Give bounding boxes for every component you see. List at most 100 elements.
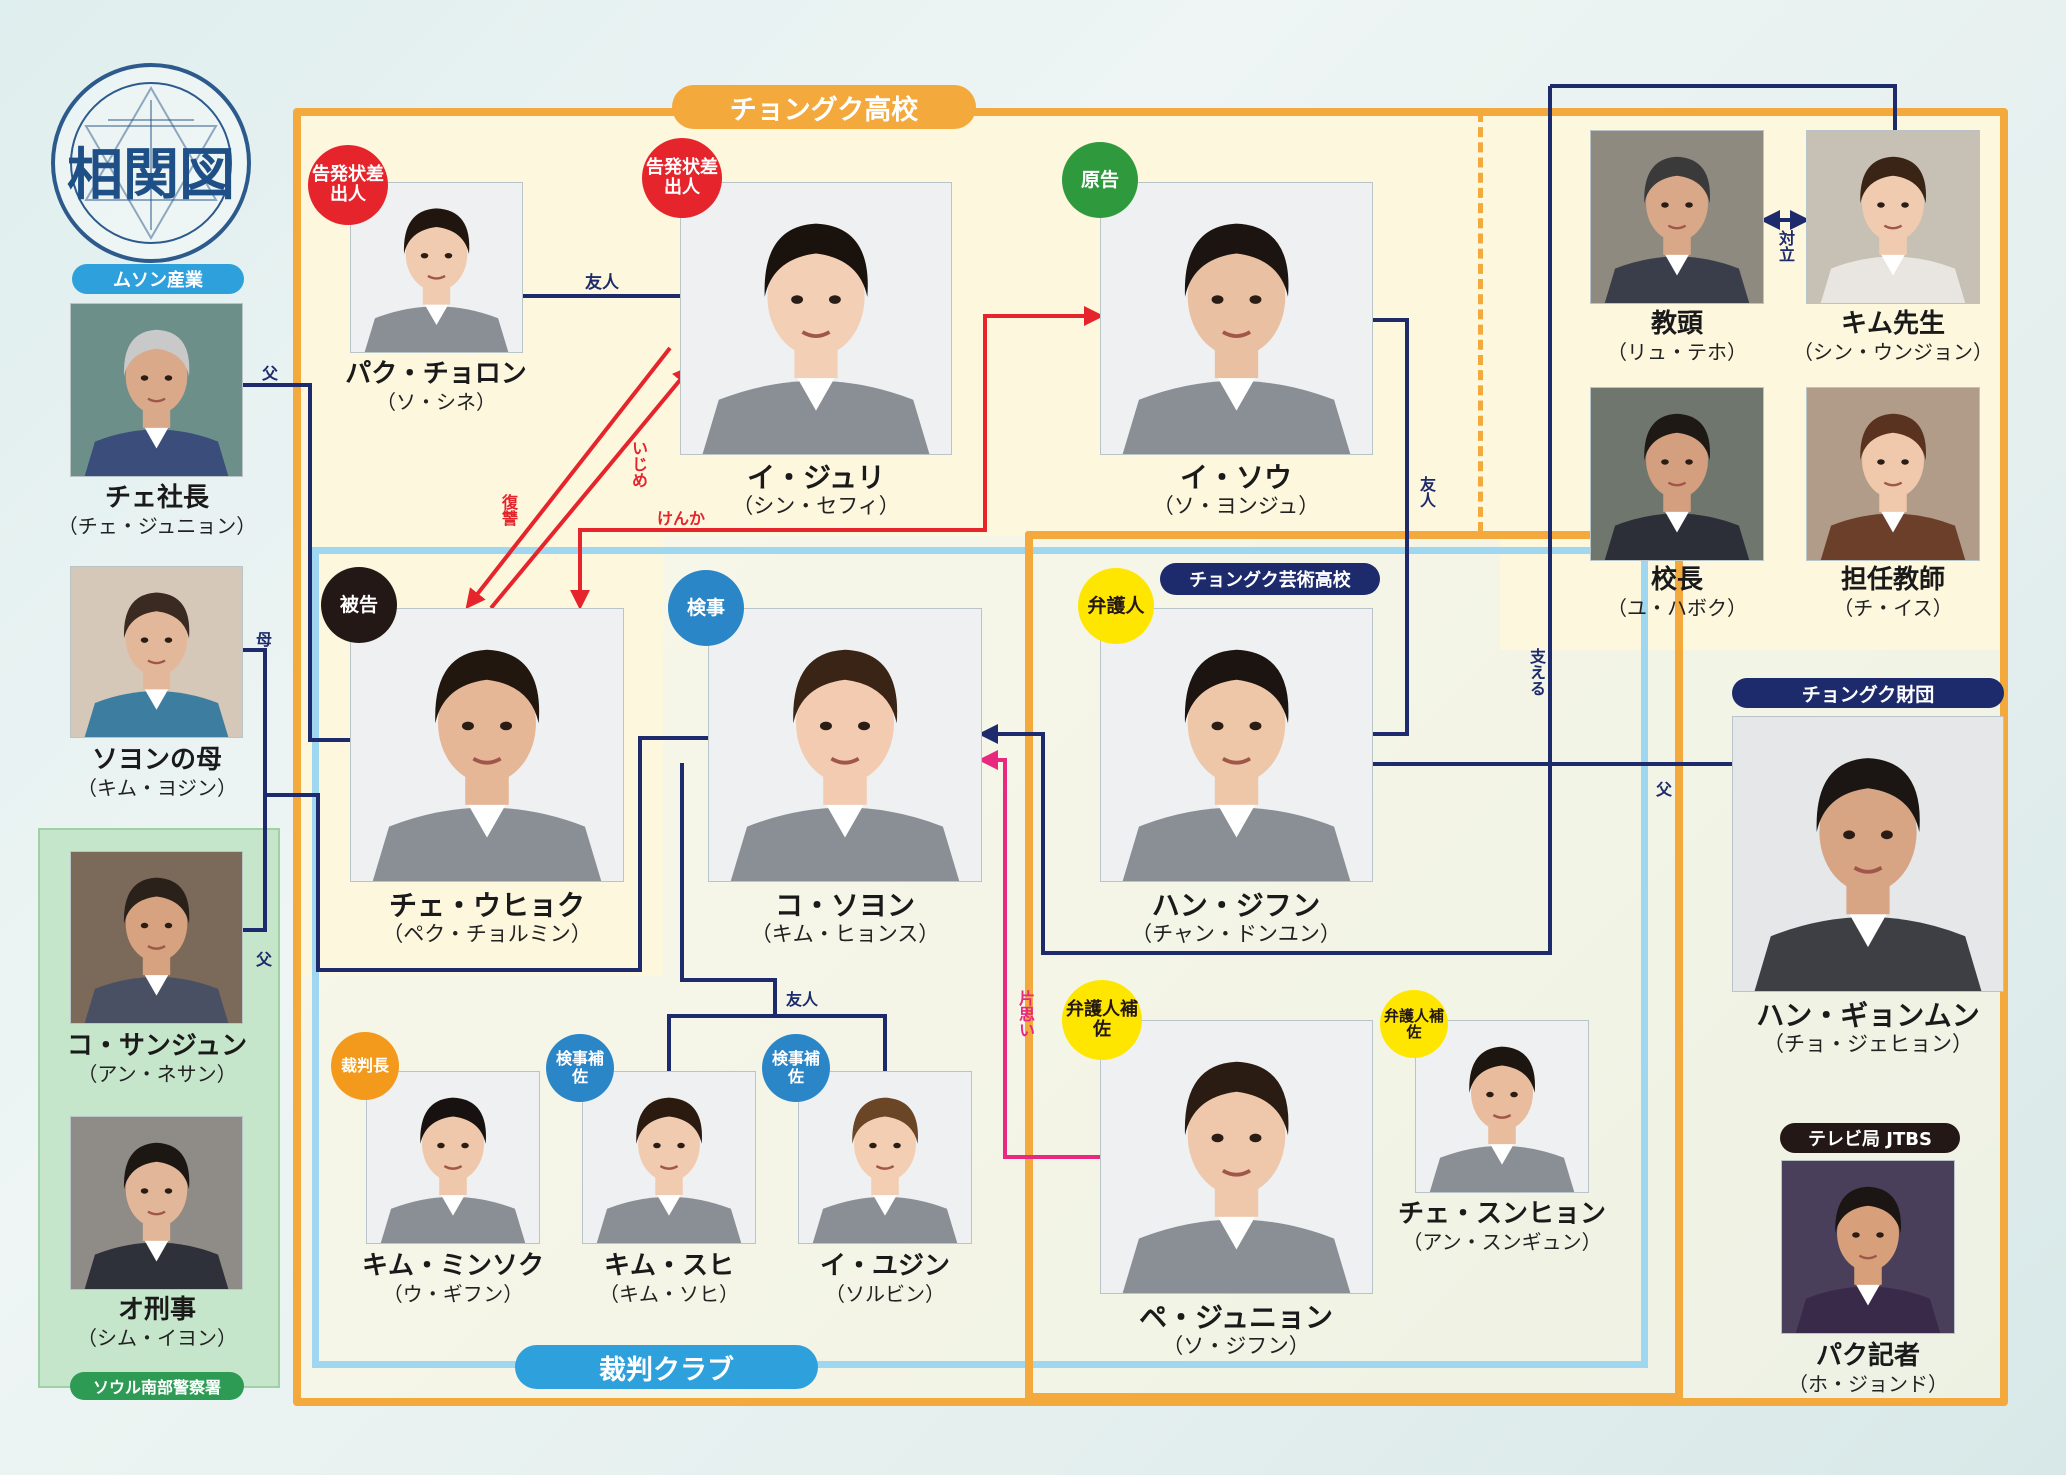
portrait-kim-suhee [582,1071,756,1244]
caption-detective-oh: オ刑事（シム・イヨン） [77,1295,237,1350]
logo-title: 相関図 [67,142,235,208]
badge-asst-lawyer-junyoung: 弁護人補佐 [1062,980,1142,1060]
actor-name: （チャン・ドンユン） [1131,922,1341,947]
rel-friend-soo-jihun: 友人 [1417,476,1436,508]
caption-ko-sangjun: コ・サンジュン（アン・ネサン） [67,1031,247,1086]
actor-name: （リュ・テホ） [1607,339,1747,364]
portrait-vice-principal [1590,130,1764,304]
trial-club-header: 裁判クラブ [515,1345,818,1389]
actor-name: （チェ・ジュニョン） [57,513,257,538]
portrait-figure [812,1097,958,1243]
character-name: チェ社長 [104,483,210,513]
line-support [1550,84,1897,130]
character-name: 教頭 [1650,309,1703,339]
character-name: ハン・ギョンムン [1756,999,1980,1032]
character-name: イ・ジュリ [746,461,886,494]
portrait-kim-minseok [366,1071,540,1244]
line-friend-suhee-yujin [667,1014,887,1071]
badge-lawyer: 弁護人 [1078,568,1154,644]
line-mother-soyeon [243,648,267,932]
character-name: イ・ユジン [819,1251,951,1281]
portrait-figure [1604,413,1750,560]
caption-lee-so: イ・ソウ（ソ・ヨンジュ） [1152,461,1320,519]
portrait-figure [84,877,229,1023]
actor-name: （シン・ウンジョン） [1793,339,1993,364]
line-fight [570,306,1104,610]
character-name: コ・ソヨン [774,889,915,922]
portrait-homeroom-teacher [1806,387,1980,561]
rel-revenge: 復讐 [499,494,518,526]
caption-han-kyungmun: ハン・ギョンムン（チョ・ジェヒョン） [1756,999,1980,1057]
portrait-park-chorong [350,182,523,353]
rel-crush: 片思い [1016,990,1035,1038]
musun-header: ムソン産業 [72,264,244,294]
rel-father-choi: 父 [262,364,279,383]
actor-name: （チョ・ジェヒョン） [1762,1032,1973,1057]
school-header: チョングク高校 [672,85,976,129]
rel-father-ko: 父 [256,950,273,969]
portrait-han-jihun [1100,608,1373,882]
tv-header: テレビ局 JTBS [1780,1123,1960,1153]
portrait-figure [1754,758,1982,991]
badge-asst-lawyer-seunghyun: 弁護人補佐 [1380,990,1448,1058]
logo-emblem [51,63,251,263]
actor-name: （シム・イヨン） [77,1325,237,1350]
caption-kim-minseok: キム・ミンソク（ウ・ギフン） [361,1251,545,1306]
portrait-choi-woohyuk [350,608,624,882]
portrait-figure [84,329,229,476]
rel-father-han: 父 [1656,780,1673,799]
portrait-figure [1820,413,1966,560]
portrait-figure [596,1097,742,1243]
line-father-choi-woohyuk [243,383,350,742]
portrait-figure [1795,1186,1941,1333]
portrait-soyeon-mother [70,566,243,738]
actor-name: （アン・ネサン） [77,1061,237,1086]
caption-choi-woohyuk: チェ・ウヒョク（ペク・チョルミン） [382,889,592,947]
character-name: パク記者 [1815,1341,1920,1371]
character-name: チェ・スンヒョン [1397,1199,1607,1229]
caption-lee-juri: イ・ジュリ（シン・セフィ） [732,461,900,519]
caption-bae-junyoung: ペ・ジュニョン（ソ・ジフン） [1138,1301,1334,1359]
character-name: チェ・ウヒョク [388,889,585,922]
portrait-figure [730,649,960,881]
portrait-principal [1590,387,1764,561]
rel-support: 支える [1527,648,1546,696]
portrait-figure [1122,1061,1351,1293]
character-name: キム・ミンソク [361,1251,545,1281]
character-name: 担任教師 [1840,565,1945,595]
character-name: ペ・ジュニョン [1138,1301,1334,1334]
actor-name: （ホ・ジョンド） [1788,1371,1948,1396]
caption-ko-soyeon: コ・ソヨン（キム・ヒョンス） [751,889,940,947]
badge-asst-prosecutor-suhee: 検事補佐 [546,1034,614,1102]
rel-friend-suhee-yujin: 友人 [786,990,819,1009]
police-header: ソウル南部警察署 [70,1372,244,1400]
character-name: ハン・ジフン [1151,889,1321,922]
portrait-teacher-kim [1806,130,1980,304]
character-name: パク・チョロン [345,359,527,389]
rel-fight: けんか [657,509,706,528]
caption-reporter-park: パク記者（ホ・ジョンド） [1788,1341,1948,1396]
portrait-ko-soyeon [708,608,982,882]
school-divider [1478,112,1483,532]
portrait-choi-seunghyun [1415,1020,1589,1193]
actor-name: （シン・セフィ） [732,494,900,519]
caption-principal: 校長（ユ・ハボク） [1607,565,1747,620]
actor-name: （ソ・ヨンジュ） [1152,494,1320,519]
portrait-figure [84,592,229,737]
portrait-figure [702,223,930,454]
actor-name: （アン・スンギュン） [1402,1229,1602,1254]
badge-defendant: 被告 [321,567,397,643]
caption-park-chorong: パク・チョロン（ソ・シネ） [345,359,527,414]
caption-choi-president: チェ社長（チェ・ジュニョン） [57,483,257,538]
portrait-figure [1604,156,1750,303]
badge-asst-prosecutor-yujin: 検事補佐 [762,1034,830,1102]
caption-soyeon-mother: ソヨンの母（キム・ヨジン） [77,745,237,800]
portrait-lee-yujin [798,1071,972,1244]
portrait-figure [1429,1046,1575,1192]
badge-judge: 裁判長 [331,1032,399,1100]
portrait-bae-junyoung [1100,1020,1373,1294]
badge-complainant-juri: 告発状差出人 [642,138,722,218]
character-name: キム・スヒ [603,1251,734,1281]
rel-mother: 母 [256,630,273,649]
